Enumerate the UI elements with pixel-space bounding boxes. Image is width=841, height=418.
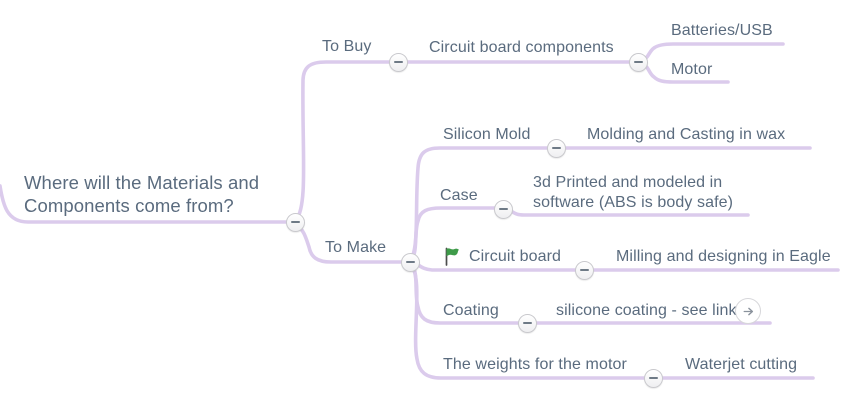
- node-to-make[interactable]: To Make: [325, 239, 387, 256]
- collapse-button-silicon-mold[interactable]: [546, 138, 566, 158]
- minus-icon: [633, 60, 643, 64]
- node-waterjet[interactable]: Waterjet cutting: [685, 356, 798, 373]
- arrow-right-icon: [743, 307, 753, 315]
- external-link-button[interactable]: [735, 298, 761, 324]
- node-motor[interactable]: Motor: [671, 61, 713, 78]
- node-silicon-mold[interactable]: Silicon Mold: [443, 126, 531, 143]
- node-batteries-usb[interactable]: Batteries/USB: [671, 22, 773, 39]
- minus-icon: [405, 260, 415, 264]
- minus-icon: [522, 321, 532, 325]
- collapse-button-circuit-components[interactable]: [628, 52, 648, 72]
- collapse-button-to-buy[interactable]: [388, 52, 408, 72]
- node-circuit-board[interactable]: Circuit board: [469, 248, 562, 265]
- node-silicone-coating[interactable]: silicone coating - see link: [556, 302, 737, 319]
- connector-to-buy: [294, 60, 632, 222]
- node-3d-printed[interactable]: 3d Printed and modeled in software (ABS …: [533, 174, 734, 211]
- green-flag-icon: [445, 247, 459, 266]
- connector-to-make: [294, 222, 403, 264]
- node-case[interactable]: Case: [440, 187, 478, 204]
- minus-icon: [551, 146, 561, 150]
- minus-icon: [290, 220, 300, 224]
- minus-icon: [579, 268, 589, 272]
- node-root[interactable]: Where will the Materials and Components …: [24, 172, 260, 216]
- minus-icon: [498, 207, 508, 211]
- node-to-buy[interactable]: To Buy: [322, 38, 372, 55]
- node-coating[interactable]: Coating: [443, 302, 499, 319]
- collapse-button-case[interactable]: [493, 199, 513, 219]
- node-milling-eagle[interactable]: Milling and designing in Eagle: [616, 248, 831, 265]
- minus-icon: [648, 376, 658, 380]
- connector-case: [409, 206, 497, 262]
- connector-batteries: [637, 42, 785, 63]
- collapse-button-coating[interactable]: [517, 313, 537, 333]
- collapse-button-to-make[interactable]: [400, 252, 420, 272]
- collapse-button-root[interactable]: [285, 212, 305, 232]
- node-molding-casting[interactable]: Molding and Casting in wax: [587, 126, 786, 143]
- connector-weights: [409, 263, 815, 380]
- node-weights-motor[interactable]: The weights for the motor: [443, 356, 627, 373]
- minus-icon: [393, 60, 403, 64]
- node-circuit-board-components[interactable]: Circuit board components: [429, 39, 614, 56]
- collapse-button-weights[interactable]: [643, 368, 663, 388]
- connector-root-in: [0, 184, 294, 224]
- collapse-button-circuit-board[interactable]: [574, 260, 594, 280]
